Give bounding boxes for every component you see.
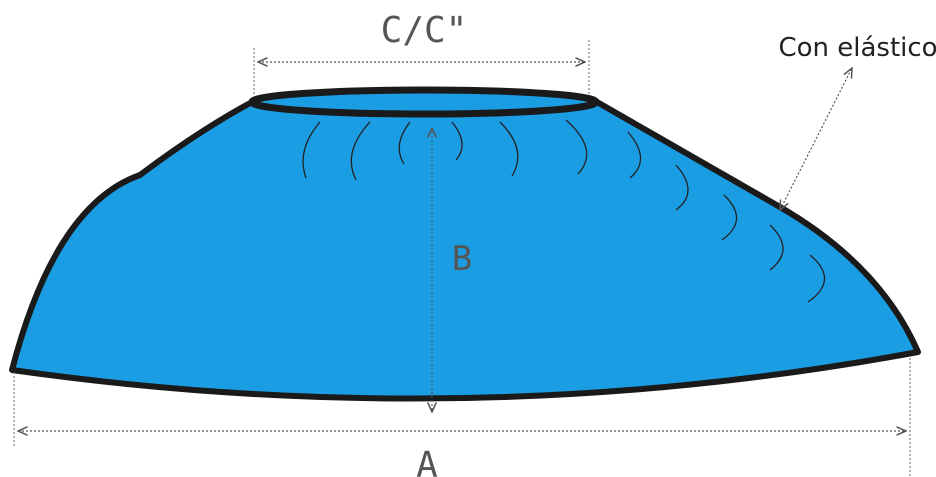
label-top-width: C/C" [381,10,468,51]
dimension-top-width [253,40,590,96]
dimension-bottom-width [13,358,911,477]
elastic-note: Con elástico [778,33,936,63]
skirt-body [9,99,921,402]
label-height: B [452,239,472,279]
gather-folds [302,119,826,303]
elastic-callout-arrow [780,68,852,210]
label-bottom-width: A [416,445,438,477]
elastic-waistband [248,86,600,118]
